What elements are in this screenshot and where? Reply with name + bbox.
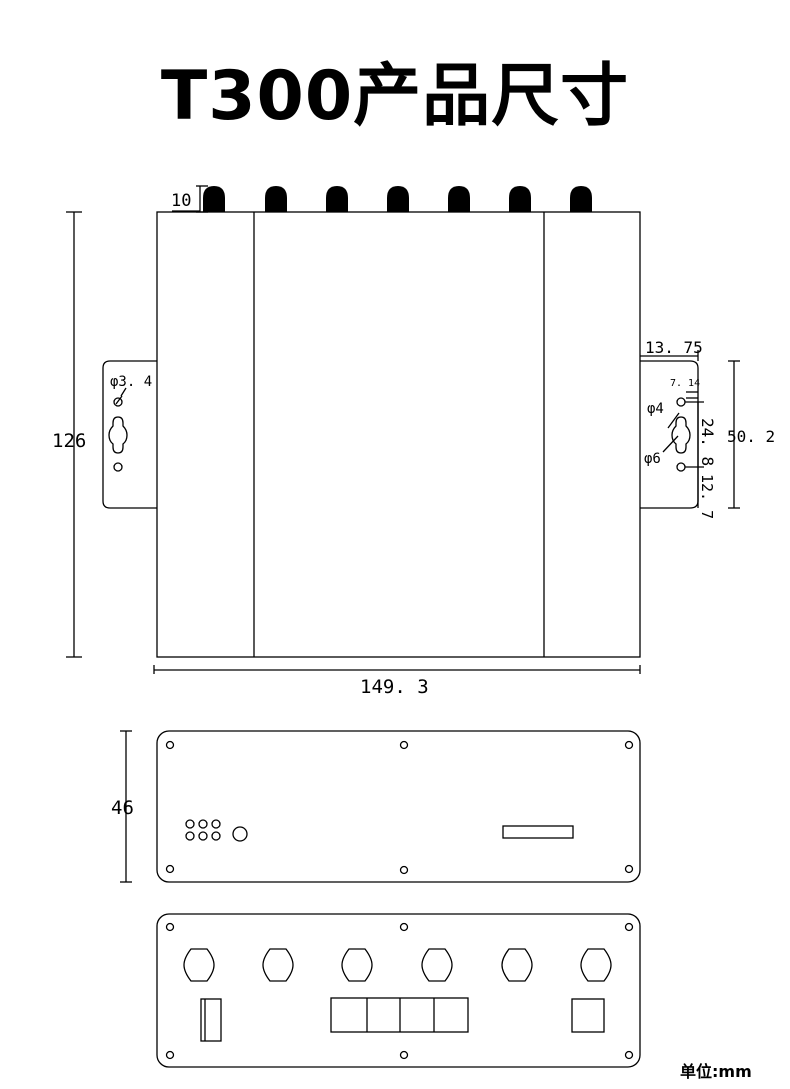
antenna [570, 186, 592, 212]
antenna-connector [421, 948, 453, 982]
dim-hole-large: φ6 [644, 451, 661, 467]
antenna-connector [183, 948, 215, 982]
antenna [326, 186, 348, 212]
page-title: T300产品尺寸 [160, 57, 630, 136]
antenna [387, 186, 409, 212]
antenna [265, 186, 287, 212]
console-port [571, 998, 605, 1033]
front-panel [156, 730, 641, 883]
dim-depth: 46 [111, 797, 134, 819]
antenna-connector [580, 948, 612, 982]
sim-slot [502, 825, 574, 839]
dim-width: 149. 3 [360, 676, 429, 698]
antenna-connector [262, 948, 294, 982]
antenna [448, 186, 470, 212]
antenna-connector [501, 948, 533, 982]
keyhole-slot [671, 416, 691, 454]
dim-hole-left: φ3. 4 [110, 374, 152, 390]
left-mounting-ear [102, 360, 157, 509]
antenna-connector [341, 948, 373, 982]
rear-panel [156, 913, 641, 1068]
power-port [200, 998, 222, 1042]
dim-top-offset: 7. 14 [670, 378, 700, 389]
unit-label: 单位:mm [680, 1062, 752, 1081]
dim-height: 126 [52, 430, 86, 452]
dim-ear-height: 50. 2 [727, 427, 775, 446]
dim-bottom-offset: 12. 7 [698, 474, 716, 519]
keyhole-slot [108, 416, 128, 454]
antenna-group [203, 186, 592, 212]
device-body [156, 211, 641, 658]
dim-antenna-height: 10 [171, 191, 191, 211]
antenna [509, 186, 531, 212]
dim-hole-small: φ4 [647, 401, 664, 417]
dim-ear-width: 13. 75 [645, 338, 703, 357]
antenna [203, 186, 225, 212]
reset-button [232, 826, 248, 842]
dim-hole-spacing: 24. 8 [698, 418, 717, 466]
